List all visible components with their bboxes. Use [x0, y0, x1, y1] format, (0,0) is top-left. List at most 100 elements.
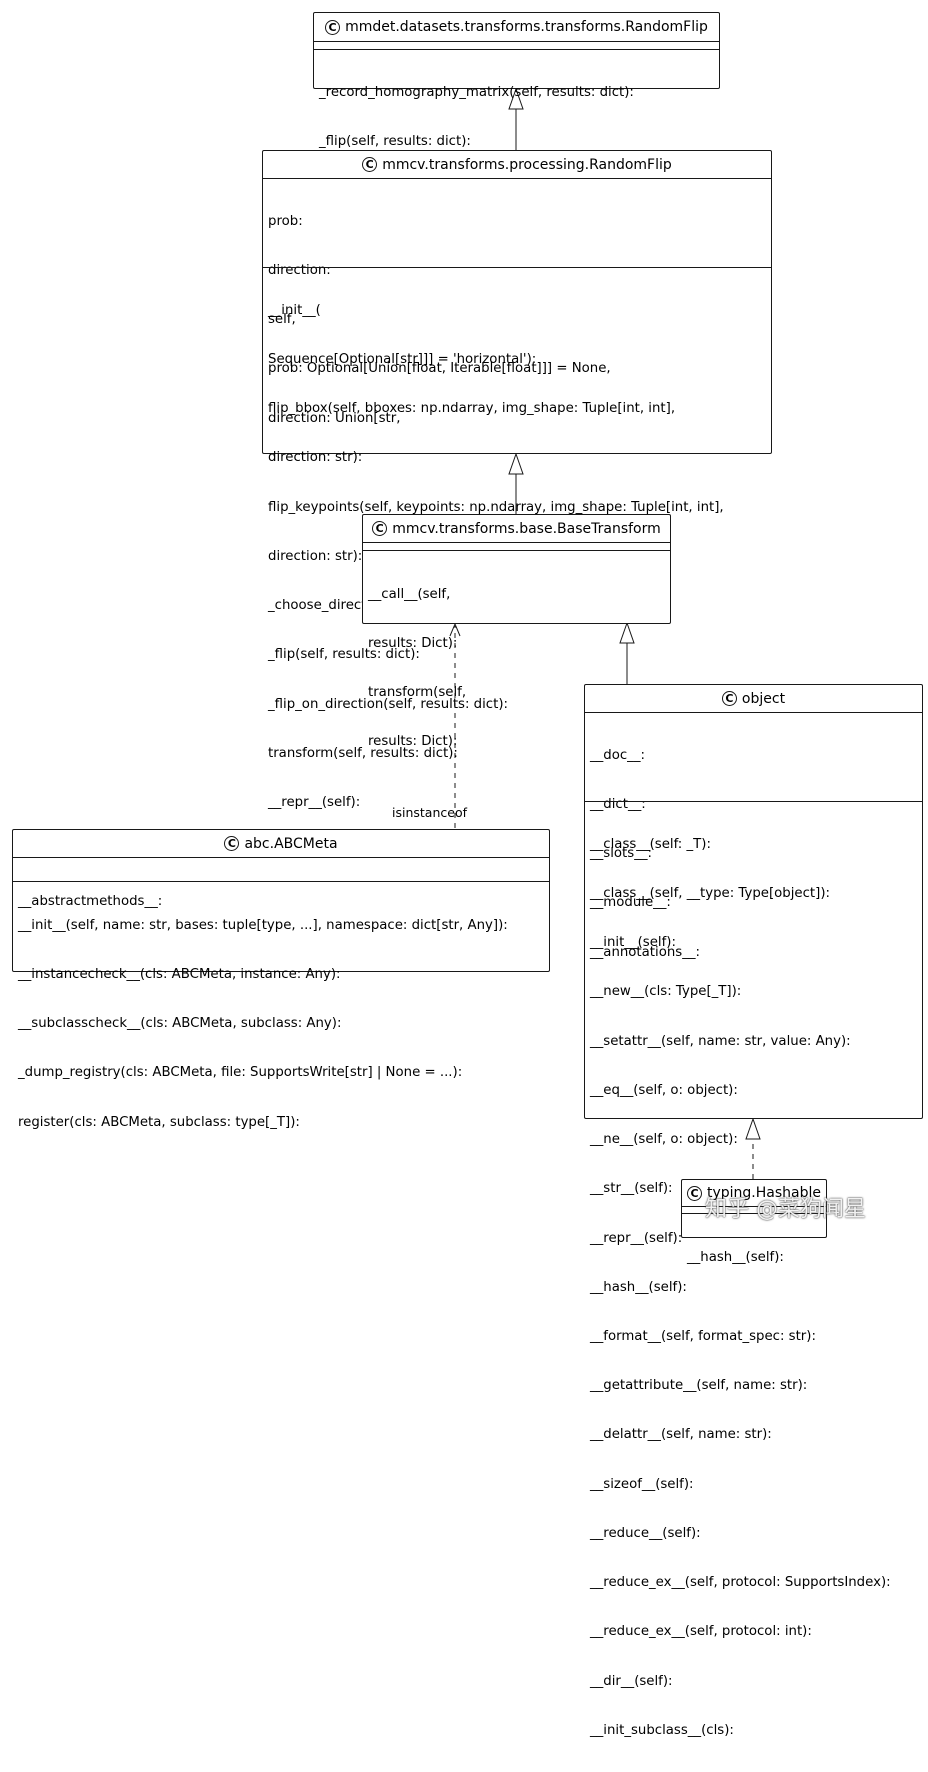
class-header: C mmcv.transforms.base.BaseTransform: [363, 515, 670, 542]
method-row: Sequence[Optional[str]]] = 'horizontal')…: [268, 352, 537, 368]
method-row: results: Dict):: [368, 636, 458, 652]
class-c-icon: C: [224, 836, 240, 851]
zhihu-watermark: 知乎 @菜狗闻星: [705, 1197, 866, 1222]
method-row: __hash__(self):: [687, 1249, 784, 1265]
attribute-row: prob:: [268, 213, 303, 229]
method-row: direction: str):: [268, 548, 363, 564]
attribute-row: __slots__:: [590, 846, 652, 862]
class-object: C object __doc__: __dict__: __slots__: _…: [584, 684, 923, 1738]
attributes-list: __doc__: __dict__: __slots__: __module__…: [590, 715, 920, 994]
method-row: __reduce__(self):: [590, 1525, 701, 1541]
method-row: __reduce_ex__(self, protocol: int):: [590, 1624, 812, 1640]
header-divider: [682, 1206, 826, 1207]
method-row: results: Dict):: [368, 734, 458, 750]
method-row: _flip(self, results: dict):: [319, 134, 471, 150]
method-row: __class__(self, __type: Type[object]):: [590, 886, 830, 902]
inheritance-arrowhead: [508, 452, 524, 475]
method-row: __repr__(self):: [590, 1230, 683, 1246]
method-row: transform(self, results: dict):: [268, 745, 458, 761]
method-row: __sizeof__(self):: [590, 1476, 694, 1492]
class-title: object: [741, 690, 786, 707]
method-row: _dump_registry(cls: ABCMeta, file: Suppo…: [18, 1065, 463, 1081]
realization-arrowhead: [745, 1117, 761, 1140]
attribute-row: direction: Union[str,: [268, 410, 401, 426]
class-title: mmcv.transforms.processing.RandomFlip: [382, 156, 672, 173]
class-title: abc.ABCMeta: [244, 835, 338, 852]
class-title: typing.Hashable: [706, 1185, 821, 1201]
method-row: _record_homography_matrix(self, results:…: [319, 84, 634, 100]
method-row: __delattr__(self, name: str):: [590, 1427, 772, 1443]
section-divider: [682, 1213, 826, 1214]
dependency-arrowhead: [449, 622, 461, 637]
section-divider: [263, 267, 771, 268]
attribute-row: __annotations__:: [590, 944, 700, 960]
attribute-row: self,: [268, 312, 296, 328]
class-header: C abc.ABCMeta: [13, 830, 549, 857]
attributes-list: __abstractmethods__:: [18, 861, 547, 943]
method-row: __init__(: [268, 302, 321, 318]
method-row: __init__(self):: [590, 935, 676, 951]
method-row: __repr__(self):: [268, 795, 361, 810]
attribute-row: prob: Optional[Union[float, Iterable[flo…: [268, 361, 611, 377]
class-c-icon: C: [362, 157, 378, 172]
class-c-icon: C: [721, 691, 737, 706]
inheritance-arrowhead: [508, 87, 524, 110]
inheritance-arrowhead: [619, 621, 635, 644]
header-divider: [314, 41, 719, 42]
method-row: __eq__(self, o: object):: [590, 1082, 738, 1098]
relationship-edges: [449, 87, 761, 1179]
attribute-row: direction:: [268, 263, 331, 279]
attribute-row: __doc__:: [590, 747, 645, 763]
method-row: register(cls: ABCMeta, subclass: type[_T…: [18, 1114, 300, 1130]
method-row: __dir__(self):: [590, 1673, 673, 1689]
header-divider: [585, 712, 922, 713]
method-row: flip_keypoints(self, keypoints: np.ndarr…: [268, 499, 724, 515]
edge-label-isinstanceof: isinstanceof: [392, 805, 467, 820]
class-mmdet-randomflip: C mmdet.datasets.transforms.transforms.R…: [313, 12, 720, 149]
methods-list: __call__(self, results: Dict): transform…: [368, 554, 668, 784]
method-row: direction: str):: [268, 450, 363, 466]
header-divider: [13, 857, 549, 858]
methods-list: __hash__(self):: [687, 1217, 824, 1299]
class-title: mmcv.transforms.base.BaseTransform: [392, 520, 661, 537]
method-row: __getattribute__(self, name: str):: [590, 1378, 808, 1394]
method-row: __init_subclass__(cls):: [590, 1722, 734, 1738]
method-row: __subclasscheck__(cls: ABCMeta, subclass…: [18, 1016, 342, 1032]
class-title: mmdet.datasets.transforms.transforms.Ran…: [345, 19, 708, 35]
method-row: flip_bbox(self, bboxes: np.ndarray, img_…: [268, 401, 676, 417]
attribute-row: __module__:: [590, 895, 671, 911]
attribute-row: __abstractmethods__:: [18, 893, 163, 909]
class-mmcv-randomflip: C mmcv.transforms.processing.RandomFlip …: [262, 150, 772, 810]
class-abcmeta: C abc.ABCMeta __abstractmethods__: __ini…: [12, 829, 550, 1130]
class-header: C object: [585, 685, 922, 712]
section-divider: [363, 550, 670, 551]
class-header: C mmdet.datasets.transforms.transforms.R…: [314, 13, 719, 41]
method-row: __ne__(self, o: object):: [590, 1132, 738, 1148]
method-row: __str__(self):: [590, 1181, 673, 1197]
class-c-icon: C: [325, 19, 341, 35]
method-row: __instancecheck__(cls: ABCMeta, instance…: [18, 967, 341, 983]
class-header: C typing.Hashable: [682, 1180, 826, 1206]
header-divider: [263, 178, 771, 179]
method-row: __call__(self,: [368, 586, 451, 602]
attributes-list: prob: direction: self, prob: Optional[Un…: [268, 181, 769, 460]
method-row: __init__(self, name: str, bases: tuple[t…: [18, 917, 508, 933]
methods-list: __init__( Sequence[Optional[str]]] = 'ho…: [268, 270, 769, 844]
method-row: __format__(self, format_spec: str):: [590, 1329, 816, 1344]
header-divider: [363, 542, 670, 543]
methods-list: _record_homography_matrix(self, results:…: [319, 52, 717, 183]
section-divider: [13, 881, 549, 882]
class-c-icon: C: [686, 1185, 702, 1201]
method-row: __new__(cls: Type[_T]):: [590, 984, 742, 1000]
methods-list: __init__(self, name: str, bases: tuple[t…: [18, 885, 547, 1164]
method-row: __reduce_ex__(self, protocol: SupportsIn…: [590, 1575, 891, 1591]
section-divider: [585, 801, 922, 802]
class-basetransform: C mmcv.transforms.base.BaseTransform __c…: [362, 514, 671, 749]
class-header: C mmcv.transforms.processing.RandomFlip: [263, 151, 771, 178]
method-row: transform(self,: [368, 685, 467, 701]
method-row: _flip(self, results: dict):: [268, 647, 420, 663]
method-row: __setattr__(self, name: str, value: Any)…: [590, 1033, 851, 1049]
attribute-row: __dict__:: [590, 797, 646, 813]
method-row: __class__(self: _T):: [590, 836, 711, 852]
section-divider: [314, 49, 719, 50]
